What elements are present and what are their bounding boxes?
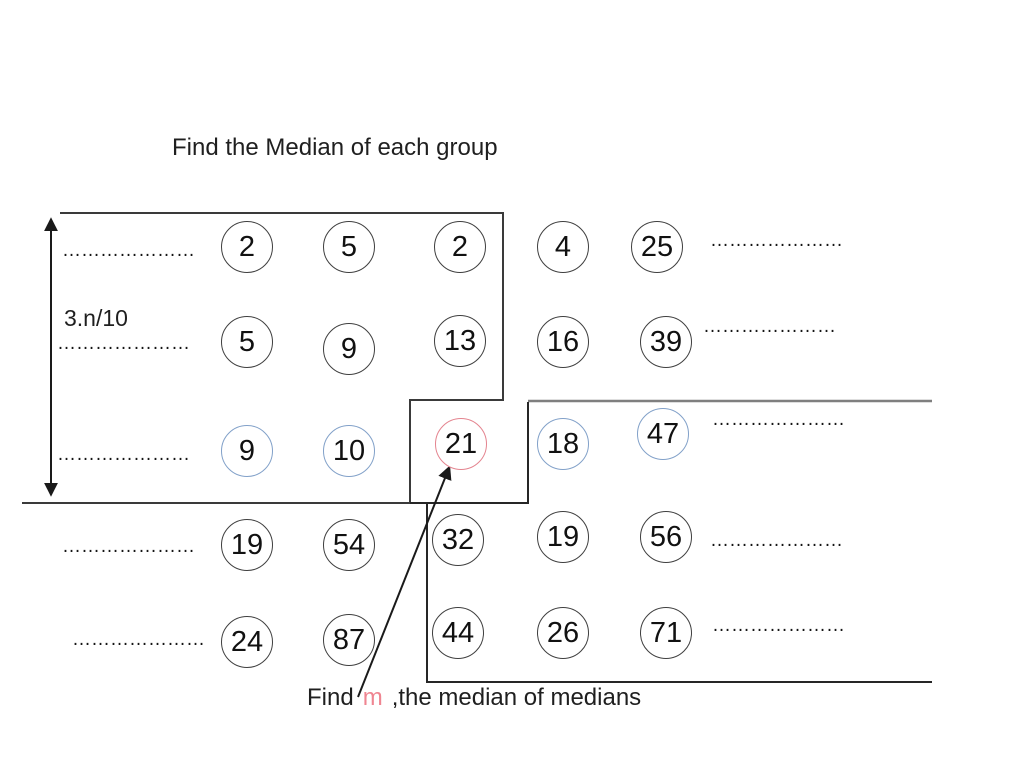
height-label: 3.n/10: [64, 305, 128, 331]
number-circle-median: 18: [537, 418, 589, 470]
number-circle: 2: [221, 221, 273, 273]
dotted-line-right-1: …………………: [710, 230, 843, 251]
number-circle: 2: [434, 221, 486, 273]
number-circle: 24: [221, 616, 273, 668]
dotted-line-right-3: …………………: [712, 409, 845, 430]
median-pointer-arrow: [357, 465, 452, 698]
number-circle: 5: [221, 316, 273, 368]
number-circle: 4: [537, 221, 589, 273]
dotted-line-right-4: …………………: [710, 530, 843, 551]
dotted-line-left-1: …………………: [62, 240, 195, 261]
number-circle: 16: [537, 316, 589, 368]
number-circle: 19: [537, 511, 589, 563]
dotted-line-left-4: …………………: [62, 536, 195, 557]
number-circle: 87: [323, 614, 375, 666]
number-circle: 39: [640, 316, 692, 368]
number-circle: 26: [537, 607, 589, 659]
group1-outline: [22, 212, 504, 504]
number-circle: 13: [434, 315, 486, 367]
number-circle-median: 9: [221, 425, 273, 477]
number-circle: 54: [323, 519, 375, 571]
group2-bottom-edge: [426, 503, 932, 683]
number-circle: 25: [631, 221, 683, 273]
dotted-line-right-5: …………………: [712, 615, 845, 636]
number-circle-median: 47: [637, 408, 689, 460]
dotted-line-left-3: …………………: [57, 444, 190, 465]
slide-title: Find the Median of each group: [172, 134, 498, 161]
number-circle-median: 10: [323, 425, 375, 477]
number-circle: 9: [323, 323, 375, 375]
caption-prefix: Find: [307, 684, 354, 711]
dotted-line-left-5: …………………: [72, 629, 205, 650]
group2-left-edge: [410, 402, 529, 504]
number-circle-median-of-medians: 21: [435, 418, 487, 470]
number-circle: 32: [432, 514, 484, 566]
number-circle: 19: [221, 519, 273, 571]
dotted-line-right-2: …………………: [703, 316, 836, 337]
number-circle: 56: [640, 511, 692, 563]
number-circle: 5: [323, 221, 375, 273]
caption-highlight-m: m: [362, 684, 383, 711]
number-circle: 44: [432, 607, 484, 659]
number-circle: 71: [640, 607, 692, 659]
dotted-line-left-2: …………………: [57, 333, 190, 354]
caption-suffix: ,the median of medians: [391, 684, 642, 711]
